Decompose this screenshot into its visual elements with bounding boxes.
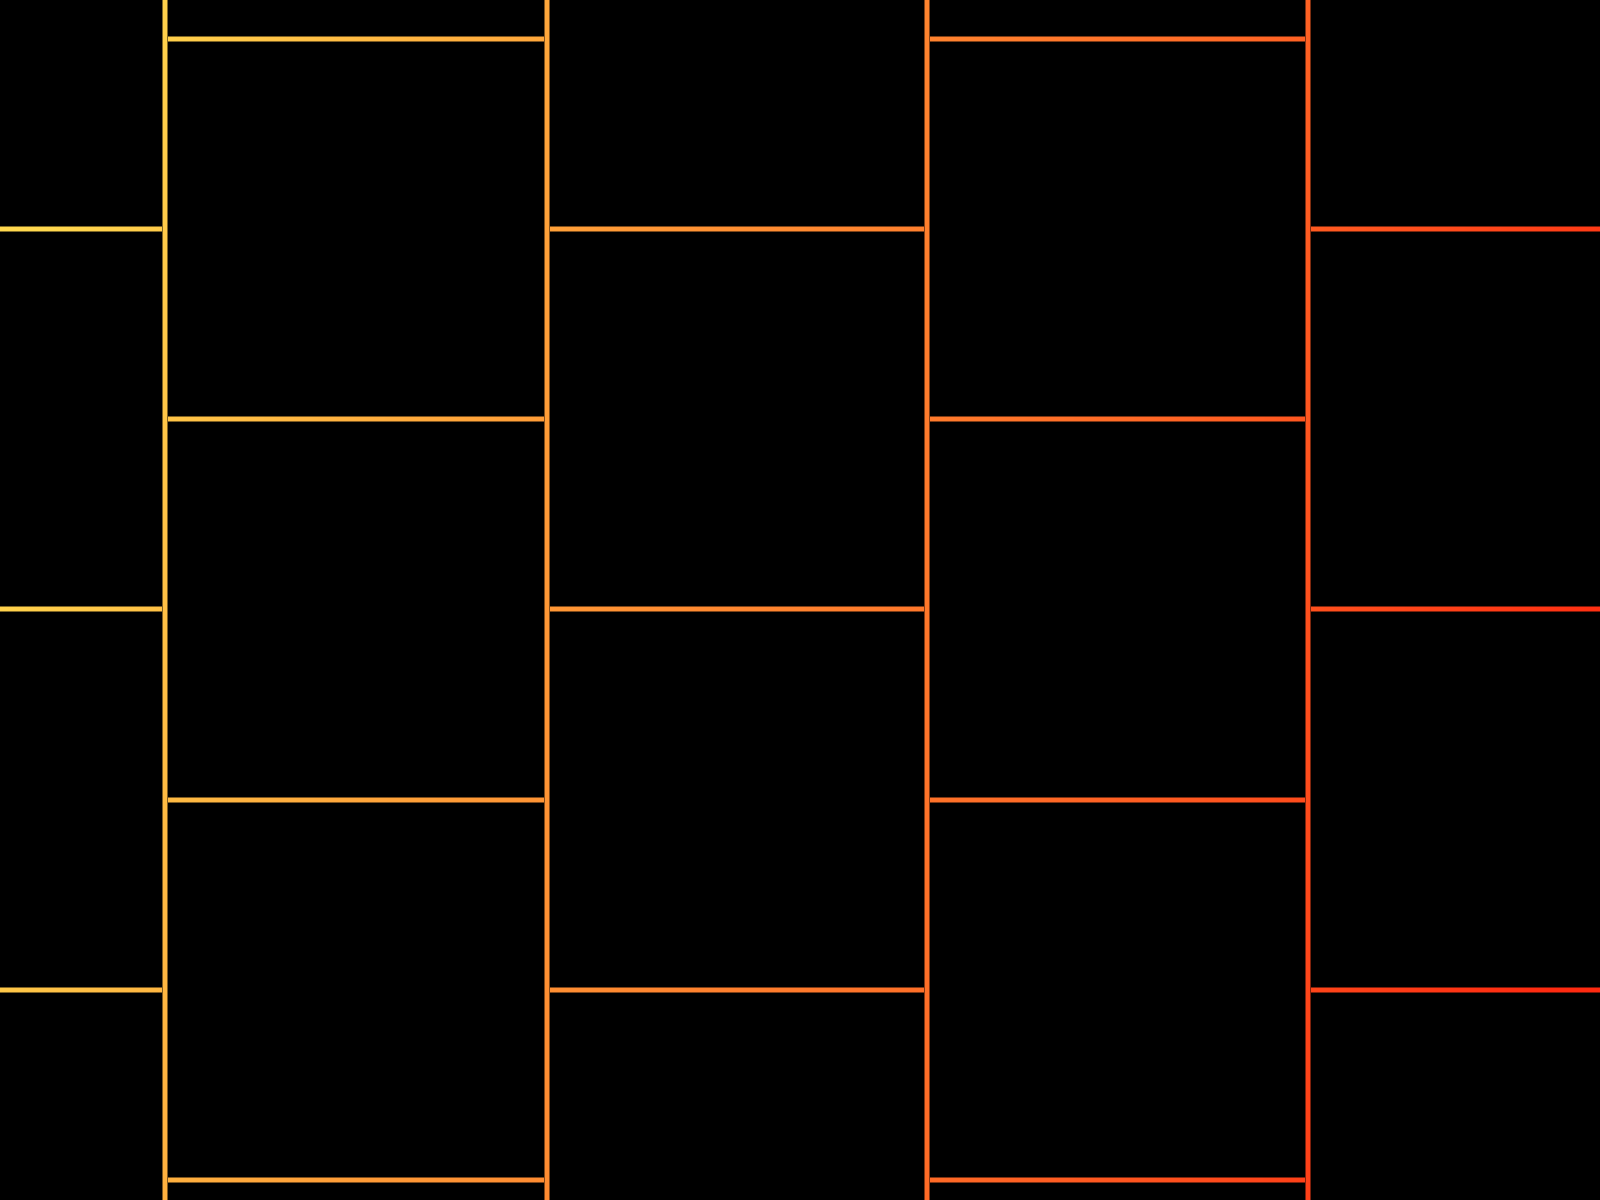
pattern-lines: [0, 0, 1600, 1200]
background: [0, 0, 1600, 1200]
gradient-brick-pattern: [0, 0, 1600, 1200]
